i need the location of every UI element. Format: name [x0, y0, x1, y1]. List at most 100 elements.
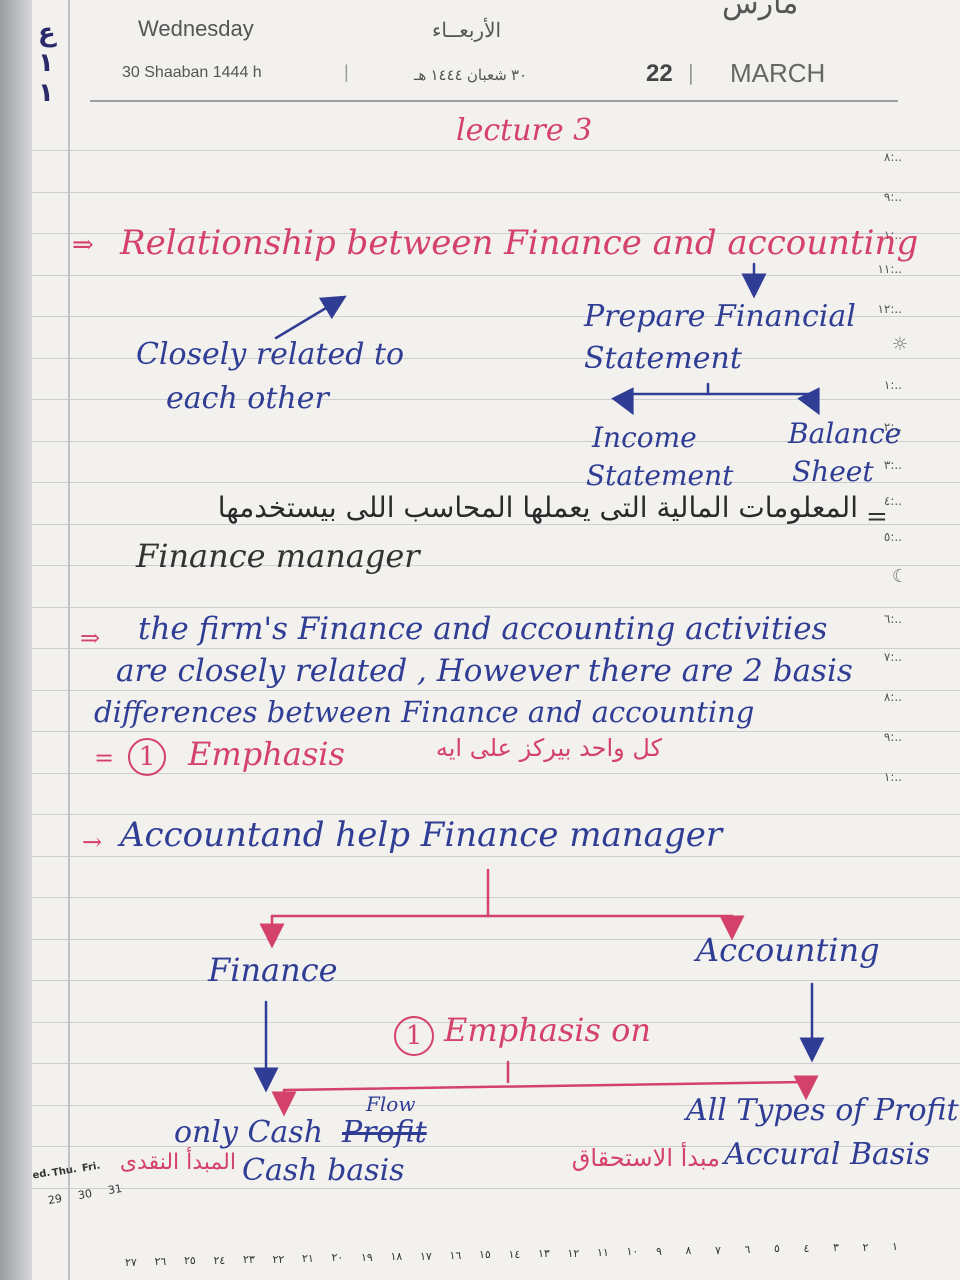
header-rule: [90, 100, 898, 102]
arrow-income: [611, 387, 634, 416]
hour-label: ٨:..: [883, 150, 902, 164]
hour-label: ٣:..: [883, 458, 902, 472]
emphasis-branch: [282, 1080, 808, 1092]
ruled-line: [32, 1188, 960, 1189]
statement-split: [624, 392, 814, 402]
footer-day-number: ٨: [685, 1244, 692, 1258]
footer-day-number: ٢١: [302, 1252, 314, 1265]
all-types-profit-label: All Types of Profit: [686, 1093, 959, 1128]
footer-day-number: ١٩: [361, 1250, 373, 1264]
month-ar: مارس: [722, 0, 799, 20]
accrual-basis-arabic: مبدأ الاستحقاق: [571, 1144, 720, 1172]
ruled-line: [32, 690, 960, 691]
footer-day-number: ٦: [744, 1243, 751, 1256]
finance-node: Finance: [208, 951, 338, 989]
lecture-title: lecture 3: [456, 113, 593, 148]
num-circle-2: 1: [394, 1016, 434, 1056]
footer-day-number: ١٤: [508, 1247, 521, 1261]
dash-mark: =: [94, 744, 115, 772]
footer-date: 30: [76, 1186, 94, 1203]
hour-label: ١:..: [883, 228, 902, 242]
moon-icon: ☾: [891, 566, 908, 587]
ruled-line: [32, 607, 960, 608]
footer-day-number: ٢٠: [331, 1251, 344, 1265]
header-divider-2: |: [688, 60, 694, 85]
hijri-date-en: 30 Shaaban 1444 h: [122, 64, 262, 81]
income-statement-label: Statement: [586, 459, 734, 492]
hour-label: ٦:..: [883, 612, 902, 626]
hour-label: ٤:..: [883, 494, 902, 508]
left-page-edge: [0, 0, 32, 1280]
margin-line: [68, 0, 70, 1280]
line-statement: Statement: [584, 341, 742, 376]
footer-day-number: ٧: [715, 1243, 721, 1257]
footer-day-number: ٢٦: [154, 1255, 167, 1268]
line-accountant-help: Accountand help Finance manager: [120, 815, 723, 855]
footer-day-number: ١٦: [449, 1249, 462, 1262]
balance-label: Balance: [788, 417, 902, 450]
footer-date: 29: [46, 1191, 64, 1208]
hour-label: ٥:..: [883, 530, 902, 544]
emphasis-on-label: Emphasis on: [444, 1011, 651, 1049]
line-arabic-info: المعلومات المالية التى يعملها المحاسب ال…: [217, 491, 858, 524]
header-divider: |: [344, 62, 349, 82]
footer-day-number: ١٠: [626, 1245, 639, 1259]
cash-basis-label: Cash basis: [242, 1153, 405, 1188]
only-cash-label: only Cash: [174, 1115, 324, 1150]
footer-day-number: ١١: [597, 1246, 609, 1259]
num-circle-1: 1: [128, 738, 166, 776]
month-name: MARCH: [730, 58, 826, 88]
ruled-line: [32, 565, 960, 566]
arrow-mark: ⇒: [72, 230, 94, 260]
hour-label: ٩:..: [883, 190, 902, 204]
line-emphasis-arabic: كل واحد بيركز على ايه: [435, 734, 662, 762]
struck-profit-label: Profit: [342, 1115, 427, 1150]
footer-day-number: ٢٢: [272, 1252, 285, 1266]
footer-day-number: ٤: [803, 1241, 810, 1255]
hour-label: ١١:..: [877, 262, 902, 276]
ruled-line: [32, 1063, 960, 1064]
ruled-line: [32, 399, 960, 400]
footer-day-number: ٩: [656, 1244, 662, 1258]
hour-label: ٢:..: [883, 420, 902, 434]
line-closely-related: Closely related to: [136, 337, 405, 372]
hour-label: ١:..: [883, 378, 902, 392]
hijri-date-ar: ٣٠ شعبان ١٤٤٤ هـ: [414, 67, 528, 84]
footer-day-number: ١: [892, 1240, 898, 1253]
sheet-label: Sheet: [792, 455, 874, 488]
equals-mark: =: [866, 502, 888, 532]
ruled-line: [32, 1022, 960, 1023]
line-prepare-financial: Prepare Financial: [584, 299, 856, 334]
footer-day-number: ٣: [833, 1241, 839, 1255]
weekday-ar: الأربعــاء: [432, 20, 502, 42]
ruled-line: [32, 482, 960, 483]
footer-day-number: ٥: [774, 1242, 780, 1256]
line-firms-finance: the firm's Finance and accounting activi…: [138, 611, 828, 647]
footer-day-number: ٢٧: [125, 1255, 137, 1269]
ruled-line: [32, 524, 960, 525]
ruled-line: [32, 150, 960, 151]
hour-label: ٨:..: [883, 690, 902, 704]
cash-basis-arabic: المبدأ النقدى: [119, 1150, 236, 1175]
footer-day-number: ٢٣: [243, 1253, 255, 1267]
ruled-line: [32, 192, 960, 193]
hour-label: ٩:..: [883, 730, 902, 744]
arrow-mark-3: →: [82, 828, 103, 856]
footer-day-number: ٢٤: [213, 1253, 226, 1267]
ruled-line: [32, 1105, 960, 1106]
footer-day-number: ١٧: [420, 1249, 432, 1263]
ruled-line: [32, 358, 960, 359]
ruled-line: [32, 441, 960, 442]
ruled-line: [32, 316, 960, 317]
weekday-en: Wednesday: [138, 16, 254, 41]
line-relationship: Relationship between Finance and account…: [120, 223, 919, 263]
ruled-line: [32, 233, 960, 234]
diagram-arrows: [253, 262, 825, 1117]
ruled-line: [32, 1146, 960, 1147]
accrual-basis-label: Accural Basis: [724, 1137, 931, 1172]
sun-icon: ☼: [891, 334, 908, 355]
ruled-line: [32, 856, 960, 857]
footer-day-number: ١٢: [567, 1246, 580, 1260]
